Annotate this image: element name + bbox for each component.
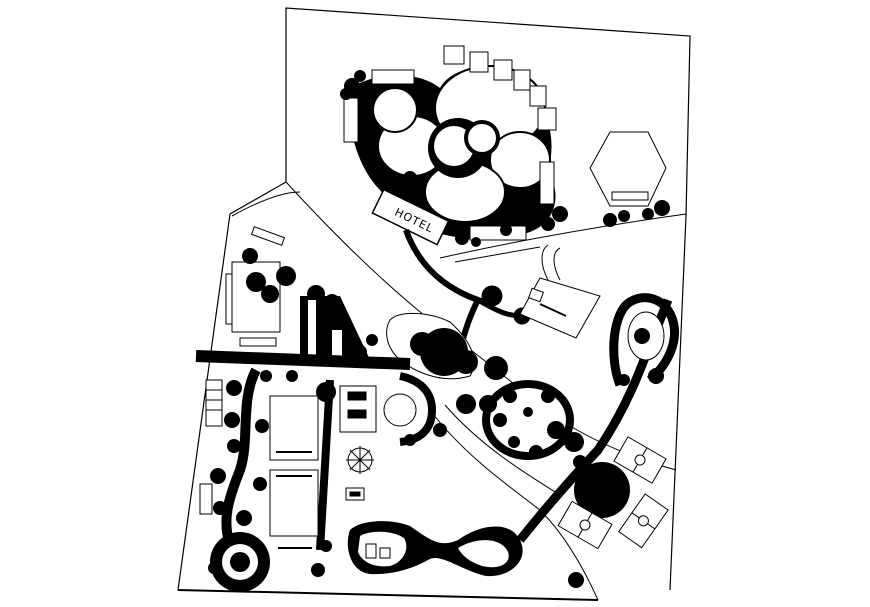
left-stairs bbox=[199, 379, 223, 515]
figure-eight-garden bbox=[347, 521, 584, 588]
roundabout-tree bbox=[574, 462, 630, 518]
central-pond bbox=[386, 312, 508, 380]
sports-courts bbox=[557, 436, 669, 550]
left-walkway bbox=[195, 350, 437, 551]
compass-symbol bbox=[345, 446, 374, 501]
hexagon-pavilion bbox=[589, 131, 670, 227]
center-buildings bbox=[269, 385, 417, 549]
hotel-path bbox=[403, 228, 531, 351]
hotel-complex: HOTEL bbox=[340, 45, 568, 247]
round-plaza bbox=[210, 532, 270, 592]
upper-road bbox=[231, 181, 687, 471]
cottage-building bbox=[519, 244, 601, 339]
parking-block bbox=[300, 296, 372, 364]
diagonal-walkway bbox=[516, 293, 680, 543]
site-boundary bbox=[177, 7, 691, 601]
oval-garden bbox=[456, 380, 587, 469]
